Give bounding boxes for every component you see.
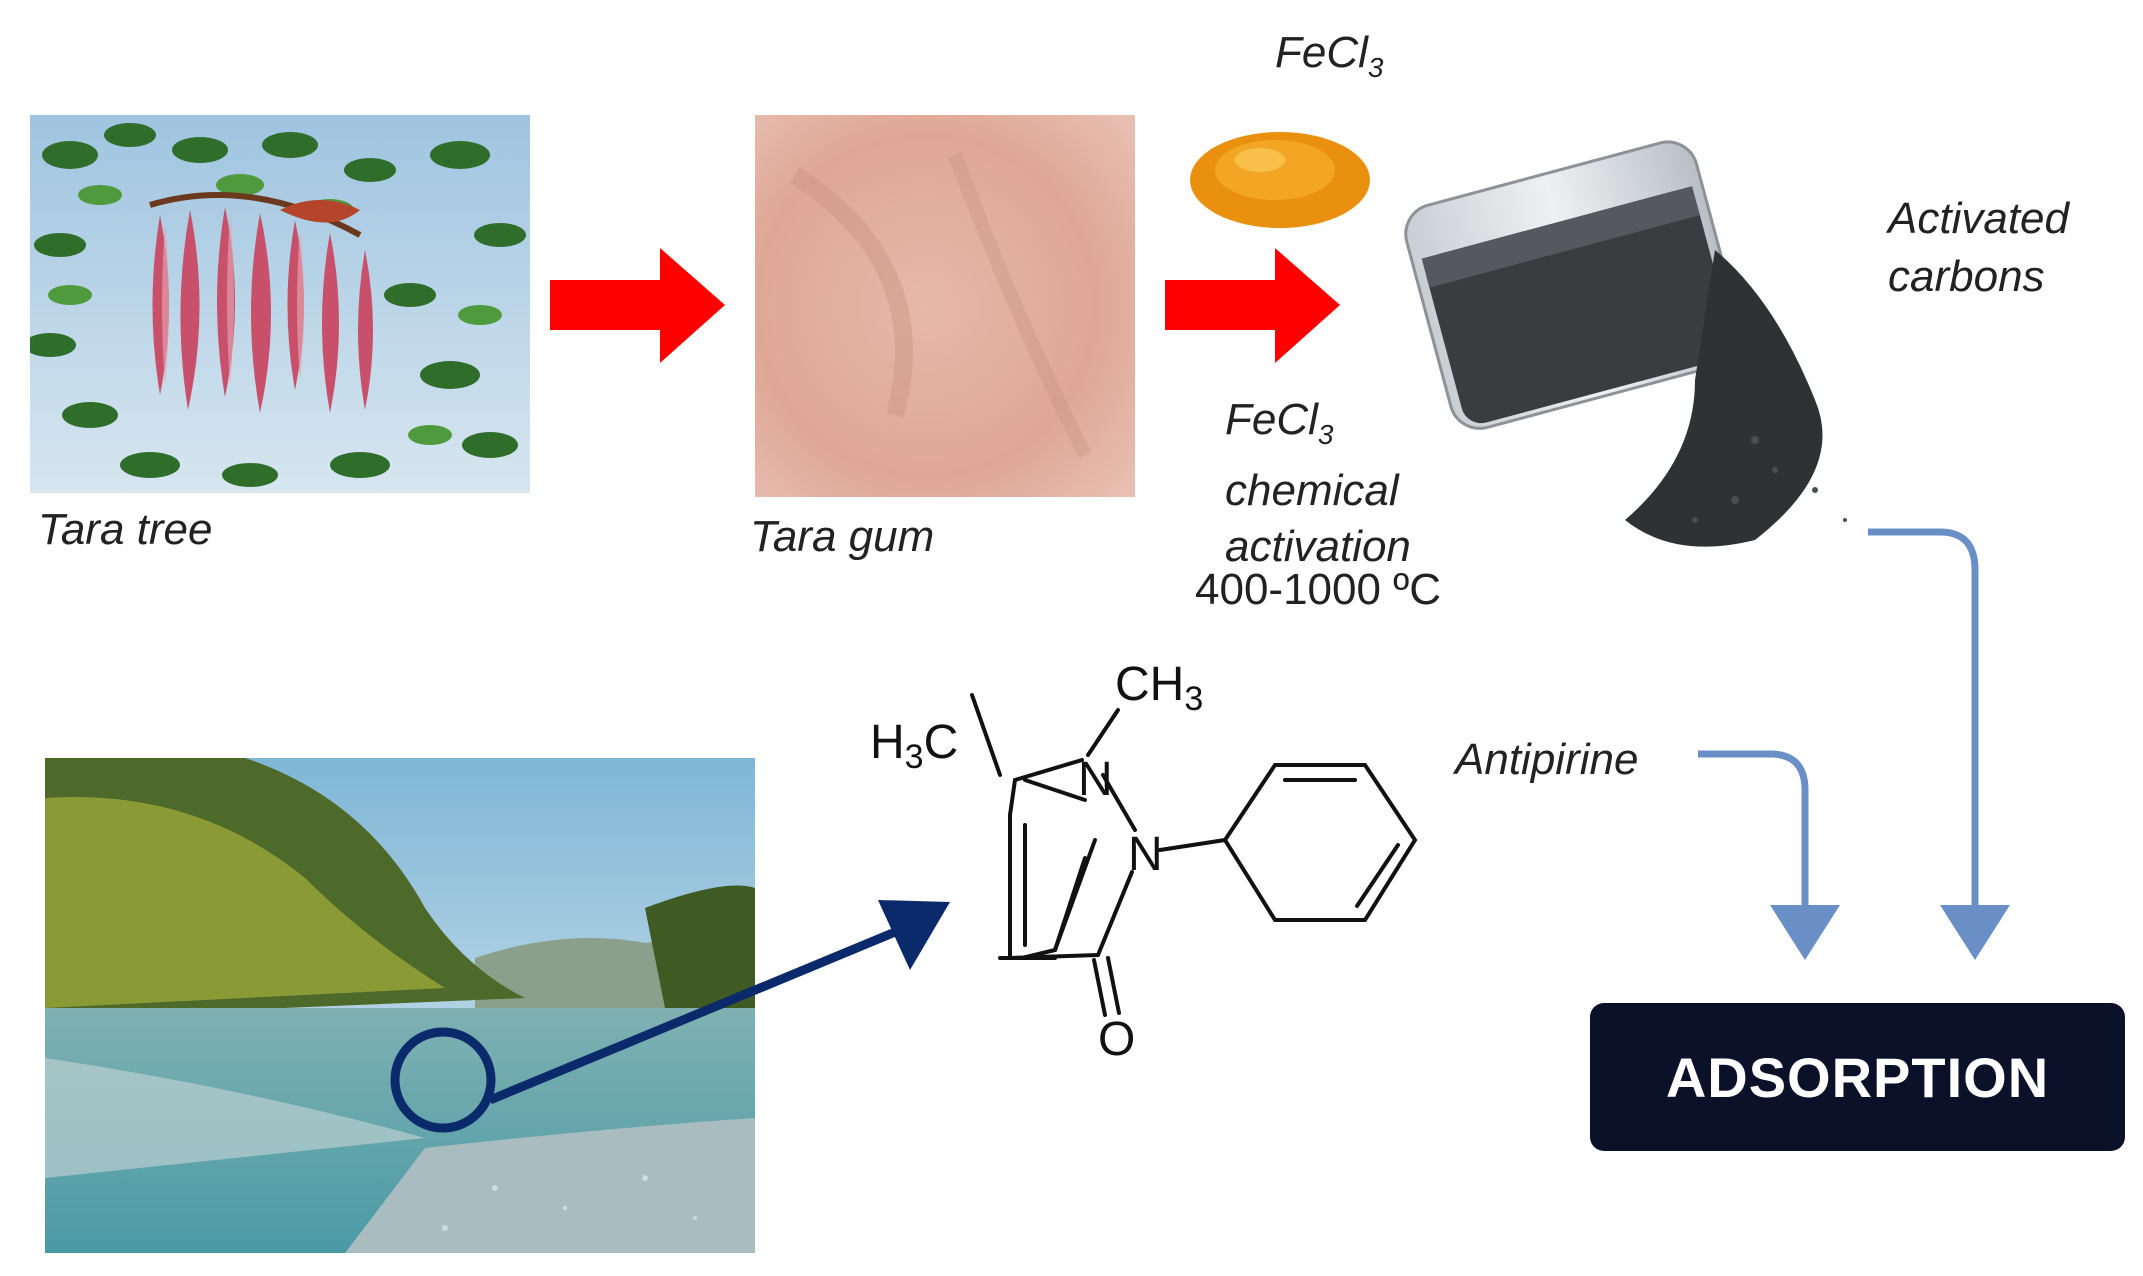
atom-o-label: O xyxy=(1098,1013,1135,1060)
activated-carbons-label: Activated carbons xyxy=(1888,194,2069,301)
methyl-c-bond xyxy=(970,693,1002,777)
adsorption-box: ADSORPTION xyxy=(1590,1003,2125,1151)
process-arrow-1 xyxy=(550,248,725,363)
antipirine-label: Antipirine xyxy=(1455,735,1639,784)
fecl3-powder xyxy=(1190,132,1370,228)
atom-n1-label: N xyxy=(1078,753,1113,806)
methyl-c-label: H3C xyxy=(870,716,958,776)
adsorption-label: ADSORPTION xyxy=(1665,1045,2050,1109)
fecl3-top-label: FeCl3 xyxy=(1275,28,1384,83)
antipirine-to-adsorption-arrow xyxy=(1698,750,1840,960)
methyl-n-label: CH3 xyxy=(1115,658,1203,718)
atom-n2-label: N xyxy=(1128,828,1163,881)
tara-gum-label: Tara gum xyxy=(750,512,935,561)
tara-tree-photo xyxy=(30,115,530,493)
carbon-to-adsorption-arrow xyxy=(1868,528,2010,960)
antipyrine-structure: CH3 H3C N N O xyxy=(870,658,1418,1060)
tara-gum-photo xyxy=(755,115,1135,497)
river-photo xyxy=(45,758,755,1253)
activated-carbon-beaker xyxy=(1404,140,1847,547)
process-arrow-2 xyxy=(1165,248,1340,363)
tara-tree-label: Tara tree xyxy=(38,505,213,554)
activation-temperature: 400-1000 ºC xyxy=(1195,565,1442,614)
activation-label: FeCl3 chemical activation xyxy=(1225,395,1411,571)
water-to-molecule-arrow xyxy=(488,900,950,1105)
